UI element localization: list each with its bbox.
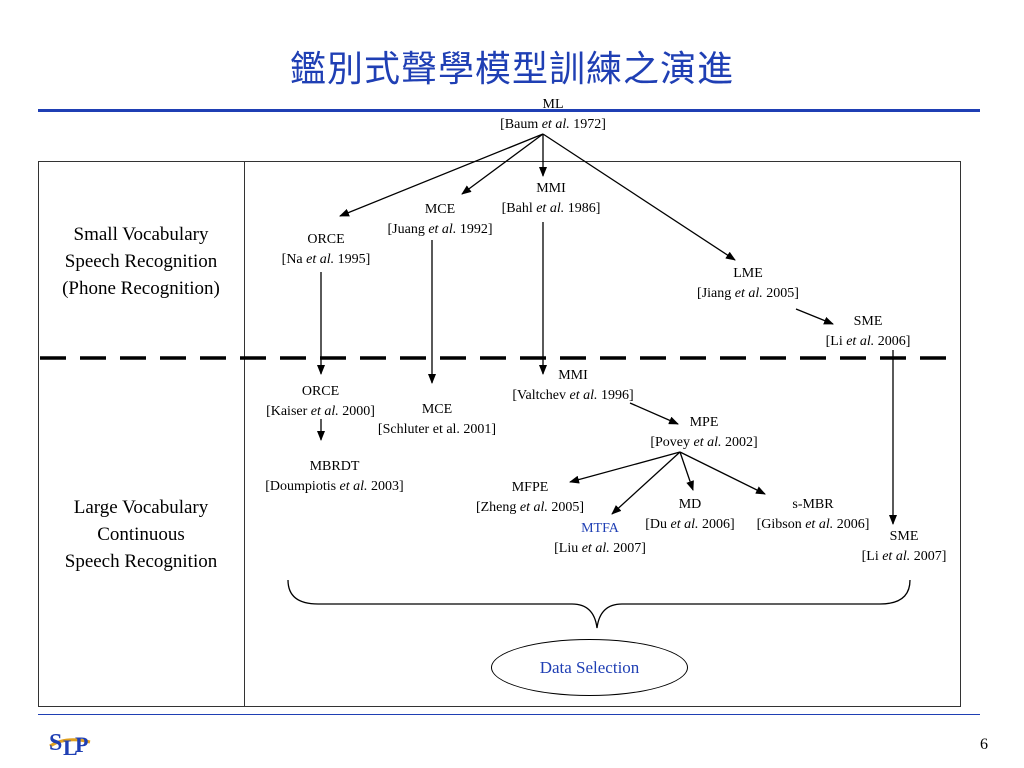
node-mpe-citation: [Povey et al. 2002]	[650, 435, 758, 450]
slp-logo: S L P	[49, 730, 91, 760]
diagram-box	[244, 161, 961, 707]
node-orce-small: ORCE [Na et al. 1995]	[266, 230, 386, 270]
arrow-ml-orce	[339, 133, 544, 217]
node-mmi-large-name: MMI	[558, 368, 588, 383]
node-mfpe-citation: [Zheng et al. 2005]	[475, 500, 585, 515]
arrow-mmi-mpe	[629, 402, 679, 425]
small-vocab-label: Small Vocabulary Speech Recognition (Pho…	[38, 221, 244, 302]
node-mpe-name: MPE	[689, 415, 719, 430]
node-md-name: MD	[678, 497, 702, 512]
large-vocab-line-2: Continuous	[97, 524, 185, 545]
svg-text:L: L	[63, 735, 78, 760]
node-mce-large: MCE [Schluter et al. 2001]	[362, 400, 512, 440]
node-mmi-small-citation: [Bahl et al. 1986]	[501, 201, 601, 216]
brace	[287, 579, 911, 629]
node-sme-large: SME [Li et al. 2007]	[848, 527, 960, 567]
node-mce-small: MCE [Juang et al. 1992]	[370, 200, 510, 240]
node-mfpe: MFPE [Zheng et al. 2005]	[460, 478, 600, 518]
node-smbr-citation: [Gibson et al. 2006]	[756, 517, 870, 532]
arrow-ml-lme	[542, 133, 736, 261]
node-lme-citation: [Jiang et al. 2005]	[697, 286, 799, 301]
node-mbrdt: MBRDT [Doumpiotis et al. 2003]	[247, 457, 422, 497]
node-mce-large-name: MCE	[421, 402, 453, 417]
node-smbr-name: s-MBR	[792, 497, 834, 512]
node-orce-small-citation: [Na et al. 1995]	[281, 252, 371, 267]
small-vocab-line-1: Small Vocabulary	[73, 224, 209, 245]
node-mtfa-name: MTFA	[581, 521, 619, 536]
node-lme: LME [Jiang et al. 2005]	[678, 264, 818, 304]
node-sme-small-name: SME	[853, 314, 883, 329]
svg-text:P: P	[75, 732, 88, 757]
arrow-ml-mce	[461, 133, 544, 195]
node-smbr: s-MBR [Gibson et al. 2006]	[744, 495, 882, 535]
arrow-mpe-md	[679, 451, 694, 491]
node-mmi-large: MMI [Valtchev et al. 1996]	[496, 366, 650, 406]
large-vocab-line-1: Large Vocabulary	[73, 497, 209, 518]
node-mce-small-name: MCE	[424, 202, 456, 217]
slide-title: 鑑別式聲學模型訓練之演進	[289, 49, 734, 90]
node-mtfa-citation: [Liu et al. 2007]	[554, 541, 646, 556]
node-orce-large-citation: [Kaiser et al. 2000]	[266, 404, 375, 419]
node-orce-large: ORCE [Kaiser et al. 2000]	[248, 382, 393, 422]
node-mce-small-citation: [Juang et al. 1992]	[387, 222, 493, 237]
data-selection-label: Data Selection	[539, 657, 640, 677]
arrow-lme-sme	[795, 308, 834, 325]
node-mmi-large-citation: [Valtchev et al. 1996]	[512, 388, 634, 403]
large-vocab-label: Large Vocabulary Continuous Speech Recog…	[38, 494, 244, 575]
node-sme-large-name: SME	[889, 529, 919, 544]
small-vocab-line-2: Speech Recognition	[64, 251, 218, 272]
node-mbrdt-name: MBRDT	[309, 459, 360, 474]
node-mtfa: MTFA [Liu et al. 2007]	[538, 519, 662, 559]
node-md: MD [Du et al. 2006]	[633, 495, 747, 535]
node-mmi-small: MMI [Bahl et al. 1986]	[486, 179, 616, 219]
node-ml-citation: [Baum et al. 1972]	[500, 117, 606, 132]
arrow-mpe-mtfa	[611, 451, 681, 515]
node-ml: ML [Baum et al. 1972]	[493, 95, 613, 135]
arrow-mpe-smbr	[679, 451, 766, 495]
node-orce-small-name: ORCE	[307, 232, 345, 247]
node-mmi-small-name: MMI	[536, 181, 566, 196]
node-md-citation: [Du et al. 2006]	[645, 517, 735, 532]
footer-rule	[38, 714, 980, 715]
node-sme-small-citation: [Li et al. 2006]	[825, 334, 911, 349]
node-mbrdt-citation: [Doumpiotis et al. 2003]	[265, 479, 404, 494]
large-vocab-line-3: Speech Recognition	[64, 551, 218, 572]
node-mfpe-name: MFPE	[511, 480, 549, 495]
svg-text:S: S	[49, 730, 62, 756]
node-lme-name: LME	[733, 266, 763, 281]
node-orce-large-name: ORCE	[301, 384, 340, 399]
node-mpe: MPE [Povey et al. 2002]	[634, 413, 774, 453]
arrow-mpe-mfpe	[569, 451, 681, 484]
title-underline	[38, 109, 980, 112]
node-sme-small: SME [Li et al. 2006]	[808, 312, 928, 352]
page-number: 6	[980, 736, 988, 753]
node-ml-name: ML	[542, 97, 564, 112]
small-vocab-line-3: (Phone Recognition)	[62, 278, 220, 299]
data-selection-ellipse: Data Selection	[491, 639, 688, 696]
node-sme-large-citation: [Li et al. 2007]	[861, 549, 947, 564]
row-label-column	[38, 161, 244, 707]
node-mce-large-citation: [Schluter et al. 2001]	[377, 422, 497, 437]
